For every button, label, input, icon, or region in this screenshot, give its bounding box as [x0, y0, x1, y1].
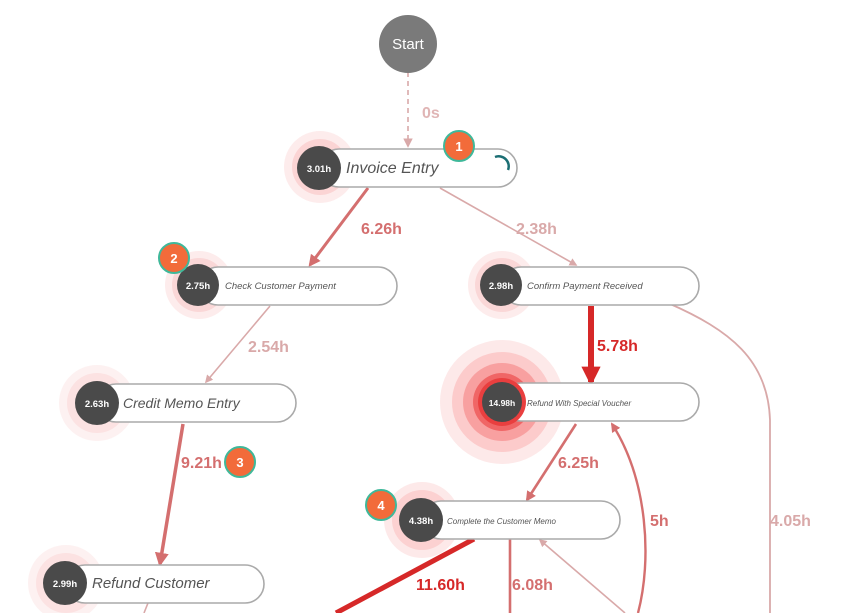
edge-voucher-complete[interactable]: [525, 423, 578, 502]
edge-credit-refund-customer[interactable]: [154, 423, 185, 567]
edge-label-credit-refund-customer: 9.21h: [181, 455, 222, 472]
edge-label-start-invoice: 0s: [422, 105, 440, 122]
label-confirm-payment-received: Confirm Payment Received: [527, 281, 643, 292]
edge-into-complete[interactable]: [538, 538, 626, 613]
node-complete-the-customer-memo[interactable]: 4.38h Complete the Customer Memo: [384, 482, 621, 558]
badge-1: 1: [443, 130, 475, 162]
start-label: Start: [392, 36, 425, 53]
duration-credit-memo-entry: 2.63h: [85, 399, 109, 410]
badge-2-number: 2: [170, 251, 177, 266]
node-credit-memo-entry[interactable]: 2.63h Credit Memo Entry: [59, 365, 297, 441]
start-node[interactable]: Start: [379, 15, 437, 73]
edge-label-complete-out-left: 11.60h: [416, 577, 465, 594]
badge-2: 2: [158, 242, 190, 274]
node-confirm-payment-received[interactable]: 2.98h Confirm Payment Received: [468, 251, 700, 319]
edge-label-up-to-voucher: 5h: [650, 513, 669, 530]
edge-label-invoice-confirm: 2.38h: [516, 221, 557, 238]
label-refund-with-special-voucher: Refund With Special Voucher: [527, 399, 631, 408]
duration-refund-customer: 2.99h: [53, 579, 77, 590]
edge-confirm-down[interactable]: [667, 302, 771, 613]
label-refund-customer: Refund Customer: [92, 575, 211, 592]
node-refund-customer[interactable]: 2.99h Refund Customer: [28, 545, 265, 613]
node-invoice-entry[interactable]: 3.01h Invoice Entry: [284, 131, 518, 203]
node-check-customer-payment[interactable]: 2.75h Check Customer Payment: [165, 251, 398, 319]
edges: [143, 72, 771, 613]
edge-label-confirm-down: 4.05h: [770, 513, 811, 530]
label-check-customer-payment: Check Customer Payment: [225, 281, 336, 292]
node-refund-with-special-voucher[interactable]: 14.98h Refund With Special Voucher: [440, 340, 700, 464]
badge-3: 3: [224, 446, 256, 478]
edge-refund-customer-out[interactable]: [143, 602, 149, 613]
edge-complete-out-left[interactable]: [334, 536, 476, 613]
edge-label-confirm-voucher: 5.78h: [597, 338, 638, 355]
badge-4-number: 4: [377, 498, 385, 513]
edge-up-to-voucher[interactable]: [610, 422, 647, 613]
edge-invoice-confirm[interactable]: [439, 187, 578, 266]
duration-check-customer-payment: 2.75h: [186, 281, 210, 292]
badge-3-number: 3: [236, 455, 243, 470]
duration-refund-with-special-voucher: 14.98h: [489, 398, 515, 408]
badge-1-number: 1: [455, 139, 462, 154]
duration-complete-the-customer-memo: 4.38h: [409, 516, 433, 527]
label-invoice-entry: Invoice Entry: [346, 160, 439, 177]
edge-invoice-check[interactable]: [308, 187, 370, 267]
label-complete-the-customer-memo: Complete the Customer Memo: [447, 517, 556, 526]
edge-label-voucher-complete: 6.25h: [558, 455, 599, 472]
spinner-icon: [494, 155, 510, 171]
label-credit-memo-entry: Credit Memo Entry: [123, 395, 241, 411]
duration-invoice-entry: 3.01h: [307, 164, 331, 175]
edge-label-check-credit: 2.54h: [248, 339, 289, 356]
edge-label-complete-out-down: 6.08h: [512, 577, 553, 594]
duration-confirm-payment-received: 2.98h: [489, 281, 513, 292]
edge-label-invoice-check: 6.26h: [361, 221, 402, 238]
edge-check-credit[interactable]: [204, 305, 271, 384]
edge-labels: 0s 6.26h 2.38h 2.54h 5.78h 9.21h 6.25h 5…: [181, 105, 811, 594]
badge-4: 4: [365, 489, 397, 521]
